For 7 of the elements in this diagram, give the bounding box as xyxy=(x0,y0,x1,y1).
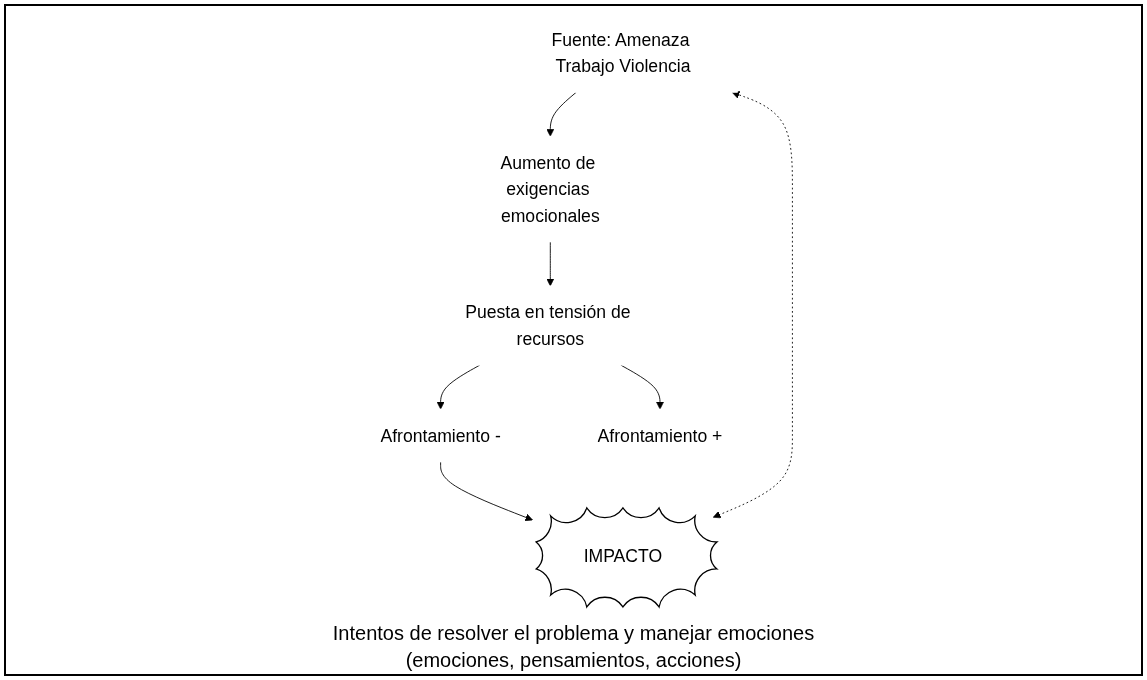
node-text: Afrontamiento - xyxy=(380,425,502,446)
node-text: Puesta en tensión de recursos xyxy=(465,302,631,349)
note-text: (emociones, pensamientos, acciones) xyxy=(405,649,742,672)
node-text: Fuente: Amenaza Trabajo Violencia xyxy=(551,29,691,76)
node-text: Afrontamiento + xyxy=(597,425,723,446)
note-text: Intentos de resolver el problema y manejar emociones xyxy=(332,622,815,645)
node-text: Aumento de exigencias emocionales xyxy=(500,153,600,226)
